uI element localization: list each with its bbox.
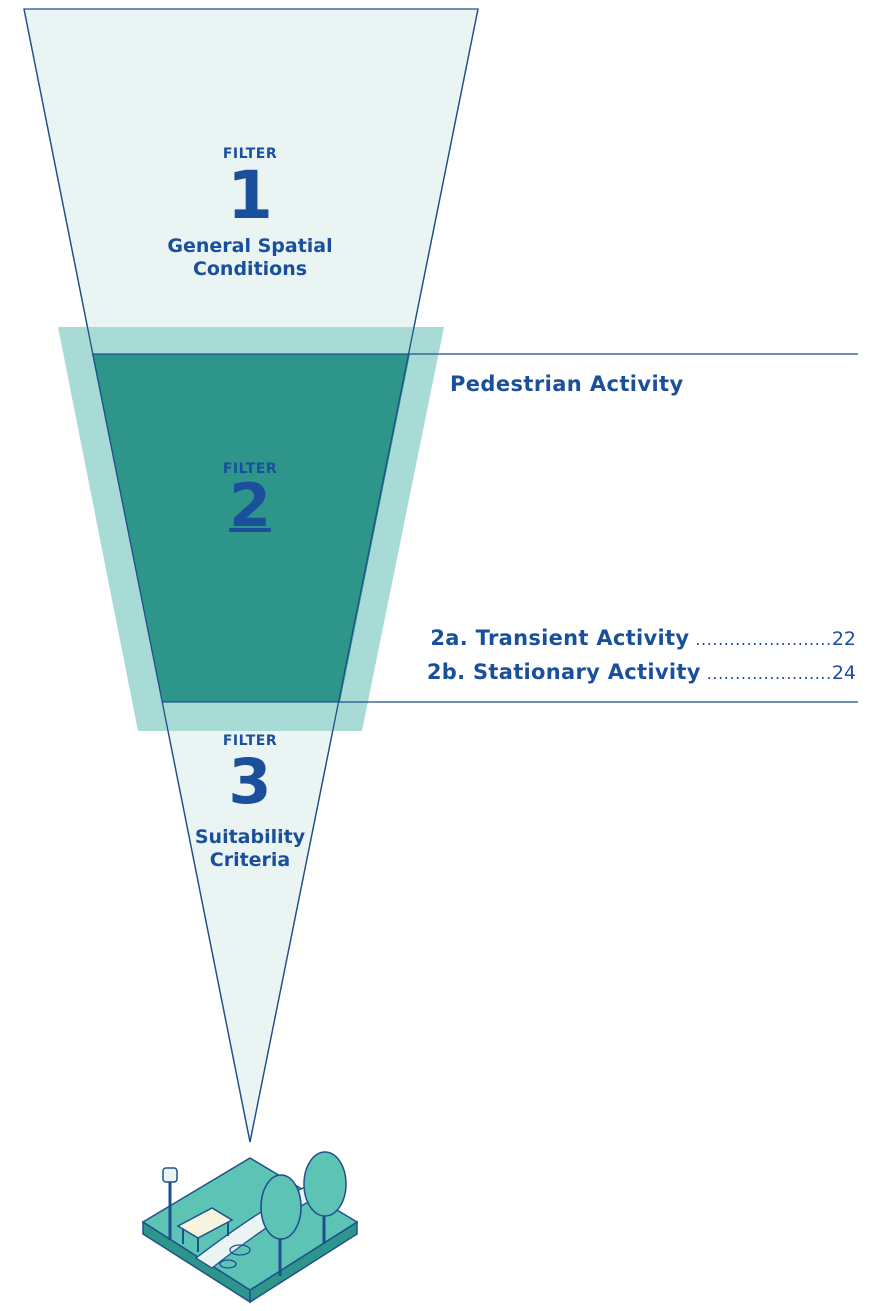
toc-entry-page: 24 [831,662,856,684]
filter-3-name-line1: Suitability [194,826,306,848]
toc-entry-stationary[interactable]: 2b. Stationary Activity ................… [427,660,856,684]
filter-1-name: General Spatial Conditions [140,235,360,281]
filter-2-core [92,354,410,702]
toc-entry-page: 22 [831,628,856,650]
toc-entry-label: 2a. Transient Activity [430,626,690,650]
filter-3-name-line2: Criteria [209,848,291,871]
filter-2-label: FILTER [222,461,278,477]
filter-1-name-line1: General Spatial [167,235,333,257]
filter-2-number: 2 [229,471,271,541]
filter-3-number: 3 [228,745,272,818]
funnel-edge-left [23,8,251,1143]
toc-entry-leader: ........................ [695,630,832,649]
toc-entry-transient[interactable]: 2a. Transient Activity .................… [430,626,856,650]
filter-3-name: Suitability Criteria [180,826,320,872]
funnel-edge-right [249,8,479,1143]
filter-1-name-line2: Conditions [192,257,308,280]
toc-entry-leader: ...................... [706,664,832,683]
section-title: Pedestrian Activity [450,372,684,396]
park-plaza-illustration [141,1151,359,1304]
filter-1-number: 1 [227,157,273,234]
filter-1-label: FILTER [222,146,278,162]
filter-3-label: FILTER [222,733,278,749]
toc-entry-label: 2b. Stationary Activity [426,660,701,684]
